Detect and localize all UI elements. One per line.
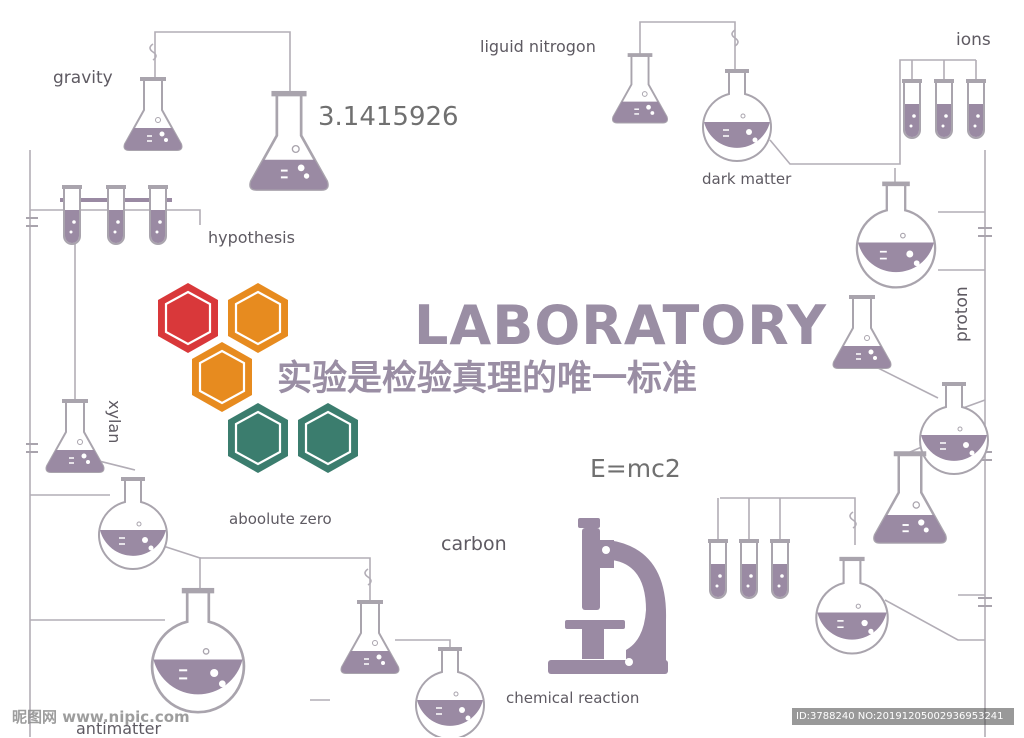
page-title: LABORATORY [414,294,827,357]
test-tube-icon [901,78,923,139]
test-tube-icon [769,538,791,599]
label-gravity: gravity [53,68,113,88]
erlenmeyer-flask-icon [249,89,329,191]
round-flask-icon [415,646,485,737]
label-emc2: E=mc2 [590,454,681,483]
erlenmeyer-flask-icon [832,294,892,369]
label-chemical-reaction: chemical reaction [506,689,640,707]
hexagon-molecule-icon [158,283,358,473]
label-ions: ions [956,30,991,50]
erlenmeyer-flask-icon [611,52,669,124]
microscope-icon [548,518,668,674]
erlenmeyer-flask-icon [340,599,400,674]
label-hypothesis: hypothesis [208,228,295,247]
label-absolute-zero: aboolute zero [229,510,332,528]
erlenmeyer-flask-icon [45,398,105,473]
test-tube-icon [105,184,127,245]
label-carbon: carbon [441,533,507,555]
test-tube-icon [738,538,760,599]
round-flask-icon [815,555,889,655]
round-flask-icon [919,381,989,476]
label-liquid-nitrogen: liguid nitrogon [480,37,596,56]
watermark-left: 昵图网 www.nipic.com [12,708,190,726]
round-flask-icon [702,68,772,163]
test-tube-icon [933,78,955,139]
label-dark-matter: dark matter [702,170,792,188]
watermark-right: ID:3788240 NO:20191205002936953241 [792,708,1014,725]
round-flask-icon [98,476,168,571]
page-subtitle: 实验是检验真理的唯一标准 [277,359,698,399]
label-proton: proton [952,286,972,342]
round-flask-icon [150,586,246,714]
test-tube-icon [61,184,83,245]
label-antimatter: antimatter [76,719,162,738]
test-tube-icon [707,538,729,599]
label-pi: 3.1415926 [318,102,459,132]
label-xylan: xylan [105,400,124,444]
erlenmeyer-flask-icon [123,76,183,151]
round-flask-icon [855,180,937,289]
test-tube-icon [147,184,169,245]
test-tube-icon [965,78,987,139]
